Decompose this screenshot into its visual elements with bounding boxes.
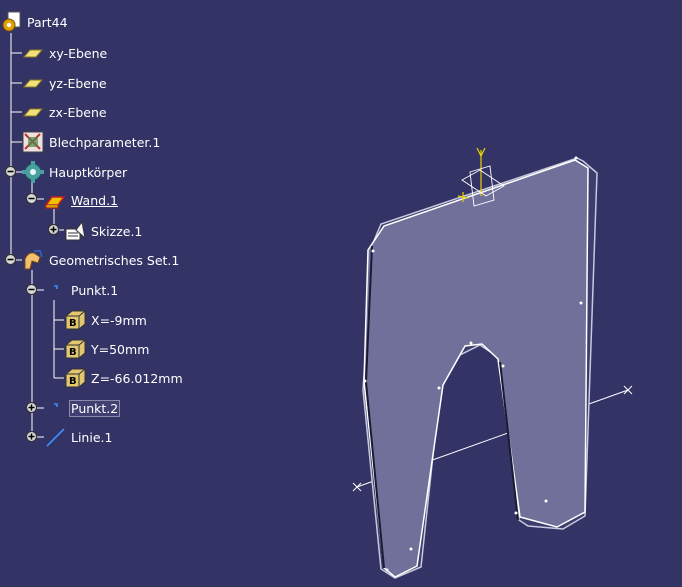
body-gear-icon bbox=[22, 161, 44, 183]
expand-point2-toggle-icon[interactable] bbox=[26, 402, 37, 413]
point-icon bbox=[44, 397, 66, 419]
tree-label-yz-plane: yz-Ebene bbox=[49, 75, 107, 91]
tree-node-sketch[interactable]: Skizze.1 bbox=[64, 219, 144, 243]
axis-system-marker[interactable] bbox=[457, 147, 505, 207]
plane-icon bbox=[22, 72, 44, 94]
plane-icon bbox=[22, 101, 44, 123]
tree-node-point1[interactable]: Punkt.1 bbox=[44, 278, 120, 302]
collapse-wall-toggle-icon[interactable] bbox=[26, 193, 37, 204]
tree-label-sheetmetal-parameters: Blechparameter.1 bbox=[49, 134, 161, 150]
contour-vertices bbox=[363, 156, 583, 572]
tree-label-part44: Part44 bbox=[27, 14, 68, 30]
tree-node-sheetmetal-parameters[interactable]: Blechparameter.1 bbox=[22, 130, 162, 154]
svg-text:B: B bbox=[69, 318, 77, 329]
tree-node-xy-plane[interactable]: xy-Ebene bbox=[22, 41, 109, 65]
tree-label-wall: Wand.1 bbox=[71, 192, 119, 208]
tree-node-zx-plane[interactable]: zx-Ebene bbox=[22, 100, 109, 124]
tree-label-sketch: Skizze.1 bbox=[91, 223, 143, 239]
tree-label-point2: Punkt.2 bbox=[69, 399, 121, 417]
tree-node-param-x[interactable]: B X=-9mm bbox=[64, 308, 149, 332]
tree-node-point2[interactable]: Punkt.2 bbox=[44, 396, 121, 420]
tree-label-param-z: Z=-66.012mm bbox=[91, 370, 183, 386]
collapse-body-toggle-icon[interactable] bbox=[5, 166, 16, 177]
tree-node-part44[interactable]: Part44 bbox=[0, 10, 70, 34]
tree-label-param-y: Y=50mm bbox=[91, 341, 150, 357]
part-gear-icon bbox=[0, 11, 22, 33]
tree-label-main-body: Hauptkörper bbox=[49, 164, 128, 180]
tree-node-wall[interactable]: Wand.1 bbox=[44, 188, 120, 212]
tree-label-zx-plane: zx-Ebene bbox=[49, 104, 107, 120]
tree-node-param-z[interactable]: B Z=-66.012mm bbox=[64, 366, 185, 390]
expand-line1-toggle-icon[interactable] bbox=[26, 431, 37, 442]
svg-text:B: B bbox=[69, 347, 77, 358]
tree-node-param-y[interactable]: B Y=50mm bbox=[64, 337, 151, 361]
tree-label-param-x: X=-9mm bbox=[91, 312, 147, 328]
point-icon bbox=[44, 279, 66, 301]
expand-sketch-toggle-icon[interactable] bbox=[48, 224, 59, 235]
geometrical-set-icon bbox=[22, 249, 44, 271]
plane-icon bbox=[22, 42, 44, 64]
sketch-icon bbox=[64, 220, 86, 242]
svg-text:B: B bbox=[69, 376, 77, 387]
line-icon bbox=[44, 426, 66, 448]
collapse-point1-toggle-icon[interactable] bbox=[26, 284, 37, 295]
tree-node-line1[interactable]: Linie.1 bbox=[44, 425, 114, 449]
wall-front-face[interactable] bbox=[363, 159, 589, 578]
parameter-cube-icon: B bbox=[64, 309, 86, 331]
tree-label-line1: Linie.1 bbox=[71, 429, 113, 445]
parameter-cube-icon: B bbox=[64, 367, 86, 389]
tree-label-point1: Punkt.1 bbox=[71, 282, 119, 298]
wall-icon bbox=[44, 189, 66, 211]
parameter-cube-icon: B bbox=[64, 338, 86, 360]
tree-node-yz-plane[interactable]: yz-Ebene bbox=[22, 71, 109, 95]
tree-label-xy-plane: xy-Ebene bbox=[49, 45, 108, 61]
tree-label-geometrical-set: Geometrisches Set.1 bbox=[49, 252, 180, 268]
collapse-geoset-toggle-icon[interactable] bbox=[5, 254, 16, 265]
tree-node-geometrical-set[interactable]: Geometrisches Set.1 bbox=[22, 248, 181, 272]
line-endpoints[interactable] bbox=[352, 385, 633, 492]
tree-node-main-body[interactable]: Hauptkörper bbox=[22, 160, 129, 184]
sheetmetal-parameters-icon bbox=[22, 131, 44, 153]
